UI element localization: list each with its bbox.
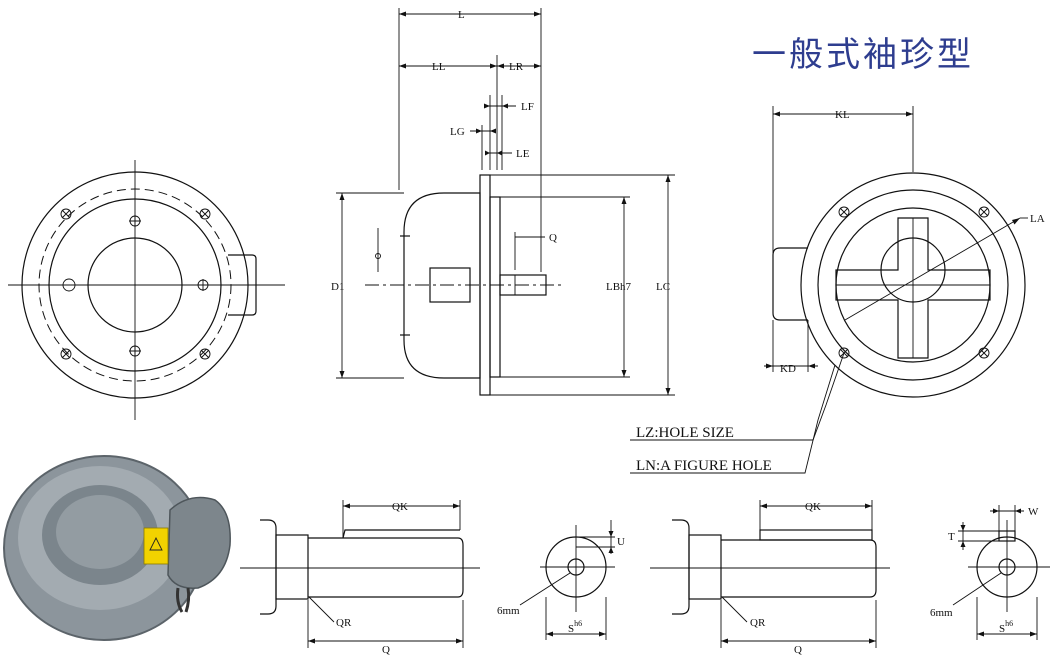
front-outer-circle: [21, 171, 249, 399]
side-motor-body: [403, 192, 481, 379]
dim-S-2: Sh6: [999, 619, 1013, 635]
rear-hole-br: [978, 347, 990, 359]
dim-T: T: [948, 531, 955, 543]
dim-L: L: [458, 9, 465, 21]
dim-U: U: [617, 536, 625, 548]
dim-LE: LE: [516, 148, 530, 160]
shaft-1-body: [308, 537, 464, 598]
dim-LB: LBh7: [606, 281, 632, 293]
front-tapped-hole-bottom: [129, 345, 141, 357]
shaft-2-key: [759, 529, 873, 541]
dim-LR: LR: [509, 61, 524, 73]
dim-LC: LC: [656, 281, 670, 293]
dim-W: W: [1028, 506, 1039, 518]
dim-LA: LA: [1030, 213, 1045, 225]
hole-size-2: 6mm: [930, 607, 953, 619]
dim-LL: LL: [432, 61, 446, 73]
shaft-1-keyway: [342, 529, 460, 539]
front-bolt-circle: [38, 188, 232, 382]
rear-hole-tr: [978, 206, 990, 218]
front-tapped-hole-right: [197, 279, 209, 291]
dim-S-1: Sh6: [568, 619, 582, 635]
note-ln-figure-hole: LN:A FIGURE HOLE: [636, 458, 772, 474]
side-view: L LL LR LF LG LE Q D1 LBh7: [331, 8, 675, 396]
dim-KD: KD: [780, 363, 796, 375]
front-flange-view: [8, 160, 285, 420]
leader-lz: [630, 352, 845, 441]
dim-LF: LF: [521, 101, 534, 113]
front-spigot-circle: [87, 237, 183, 333]
front-terminal-box: [228, 254, 257, 316]
shaft-2-body: [721, 539, 877, 598]
dim-QR-2: QR: [750, 617, 766, 629]
front-tapped-hole-left: [62, 278, 76, 292]
front-tapped-hole-top: [129, 215, 141, 227]
leader-ln: [630, 364, 836, 474]
rear-hub-circle: [880, 237, 946, 303]
shaft-end-view-2: W T 6mm Sh6: [930, 505, 1050, 640]
shaft-end-view-1: U 6mm Sh6: [497, 520, 625, 640]
shaft-detail-1: QK QR Q: [240, 500, 480, 656]
side-spigot: [489, 196, 501, 378]
warning-triangle-icon: [149, 536, 163, 551]
rear-hole-tl: [838, 206, 850, 218]
drawing-title: 一般式袖珍型: [752, 35, 974, 75]
rear-outer-circle: [800, 172, 1026, 398]
dim-LG: LG: [450, 126, 465, 138]
photo-cable: [176, 587, 191, 613]
hole-size-1: 6mm: [497, 605, 520, 617]
rear-view: KL LA KD LZ:HOLE SIZE LN:A FIGURE HOLE: [630, 106, 1045, 474]
dim-QK-1: QK: [392, 501, 408, 513]
dim-QK-2: QK: [805, 501, 821, 513]
note-lz-hole-size: LZ:HOLE SIZE: [636, 425, 734, 441]
photo-warning-label: [143, 527, 169, 565]
front-bolt-hole-tl: [60, 208, 72, 220]
front-body-circle: [48, 198, 222, 372]
photo-terminal-box: [167, 496, 231, 589]
dim-Q-1: Q: [382, 644, 390, 656]
shaft-detail-2: QK QR Q: [650, 500, 890, 656]
dim-KL: KL: [835, 109, 850, 121]
motor-photo: [0, 440, 240, 645]
dim-Q: Q: [549, 232, 557, 244]
dim-Q-2: Q: [794, 644, 802, 656]
rear-cross-ribs: [835, 217, 991, 359]
dim-QR-1: QR: [336, 617, 352, 629]
front-bolt-hole-bl: [60, 348, 72, 360]
front-bolt-hole-tr: [199, 208, 211, 220]
front-bolt-hole-br: [199, 348, 211, 360]
dim-D1: D1: [331, 281, 344, 293]
rear-terminal-box: [772, 247, 808, 321]
rear-inner-circle: [817, 189, 1009, 381]
